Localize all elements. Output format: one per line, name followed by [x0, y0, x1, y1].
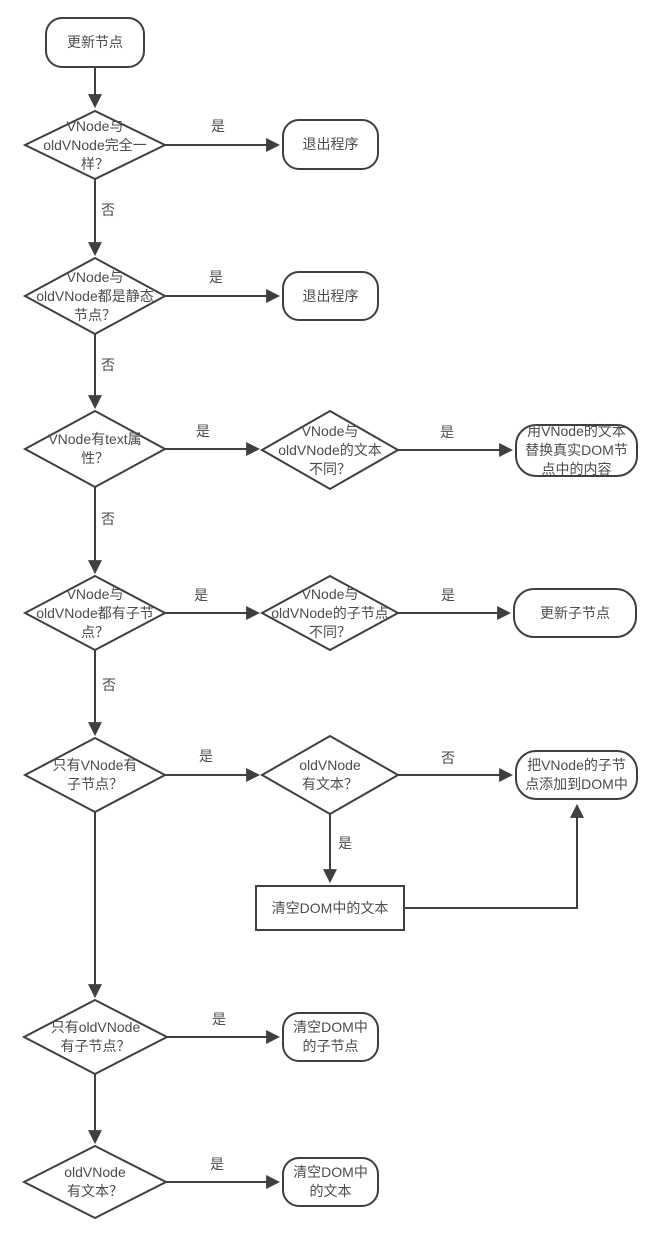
decision-both-have-children: VNode与 oldVNode都有子节 点？	[36, 585, 154, 640]
decision-only-vnode-children-shape	[22, 736, 168, 814]
edge-label-no: 否	[101, 357, 115, 373]
edge-label-yes: 是	[210, 1156, 224, 1172]
node-clear-dom-text: 清空DOM中 的文本	[282, 1157, 379, 1207]
edge-label-no: 否	[441, 750, 455, 766]
decision-vnode-has-text: VNode有text属 性？	[48, 431, 142, 466]
edge-label-yes: 是	[199, 748, 213, 764]
decision-children-differ: VNode与 oldVNode的子节点 不同？	[271, 585, 389, 640]
node-exit-1: 退出程序	[282, 119, 379, 170]
edge-label-yes: 是	[196, 423, 210, 439]
decision-same-vnode-shape	[22, 109, 168, 181]
decision-oldvnode-has-text2-shape	[21, 1144, 169, 1220]
decision-oldvnode-has-text-shape	[259, 734, 401, 816]
decision-oldvnode-has-text: oldVNode 有文本？	[299, 757, 361, 792]
decision-same-vnode: VNode与 oldVNode完全一 样？	[43, 117, 147, 172]
process-clear-dom-text: 清空DOM中的文本	[255, 885, 405, 931]
node-update-children: 更新子节点	[513, 588, 637, 638]
node-clear-dom-children: 清空DOM中 的子节点	[282, 1012, 379, 1062]
decision-children-differ-shape	[259, 574, 401, 652]
node-exit-2: 退出程序	[282, 271, 379, 321]
decision-both-static: VNode与 oldVNode都是静态 节点？	[36, 268, 154, 323]
decision-only-oldvnode-children: 只有oldVNode 有子节点？	[50, 1019, 141, 1054]
edge-label-yes: 是	[211, 118, 225, 134]
node-append-children-to-dom: 把VNode的子节 点添加到DOM中	[515, 750, 638, 800]
decision-both-have-children-shape	[22, 574, 168, 652]
decision-only-oldvnode-children-shape	[21, 998, 170, 1076]
decision-oldvnode-has-text-2: oldVNode 有文本？	[64, 1164, 126, 1199]
edge-label-no: 否	[102, 677, 116, 693]
edge-label-yes: 是	[440, 424, 454, 440]
decision-only-vnode-children: 只有VNode有 子节点？	[52, 757, 138, 792]
edge-label-no: 否	[101, 511, 115, 527]
edge-label-yes: 是	[441, 587, 455, 603]
edge-label-no: 否	[101, 202, 115, 218]
decision-text-differs-shape	[259, 409, 401, 491]
edge-label-yes: 是	[338, 835, 352, 851]
decision-text-differs: VNode与 oldVNode的文本 不同？	[278, 422, 382, 477]
decision-both-static-shape	[22, 256, 168, 336]
edge-p1-t5	[405, 803, 584, 909]
node-start: 更新节点	[45, 17, 145, 68]
node-replace-dom-text: 用VNode的文本 替换真实DOM节 点中的内容	[515, 423, 638, 477]
edge-label-yes: 是	[209, 269, 223, 285]
edge-label-yes: 是	[194, 587, 208, 603]
edge-label-yes: 是	[212, 1011, 226, 1027]
decision-vnode-has-text-shape	[22, 409, 168, 489]
